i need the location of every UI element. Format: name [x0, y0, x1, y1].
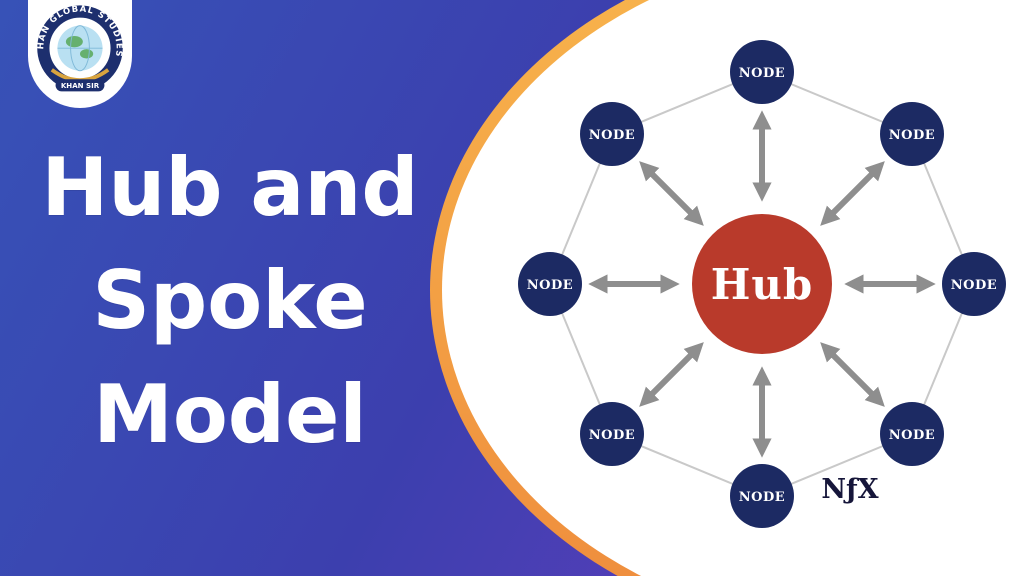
spoke-arrows	[588, 110, 936, 458]
node: NODE	[580, 402, 644, 466]
node-circle	[580, 402, 644, 466]
node: NODE	[730, 40, 794, 104]
node-circle	[880, 402, 944, 466]
hub: Hub	[692, 214, 832, 354]
node-circle	[518, 252, 582, 316]
logo-banner	[55, 79, 105, 92]
node-label: NODE	[739, 490, 785, 505]
globe-continent	[80, 49, 94, 59]
node: NODE	[880, 402, 944, 466]
page-title: Hub and Spoke Model	[0, 0, 460, 576]
node-label: NODE	[889, 128, 935, 143]
node-circle	[880, 102, 944, 166]
node-circle	[942, 252, 1006, 316]
node-circle	[730, 464, 794, 528]
node-circle	[730, 40, 794, 104]
node-label: NODE	[739, 66, 785, 81]
brand-badge: KHAN GLOBAL STUDIES KHAN SIR	[28, 0, 132, 108]
hub-circle	[692, 214, 832, 354]
node: NODE	[518, 252, 582, 316]
hub-label: Hub	[711, 260, 814, 309]
node-label: NODE	[527, 278, 573, 293]
node: NODE	[880, 102, 944, 166]
nfx-watermark: NƒX	[821, 474, 878, 505]
logo-banner-text: KHAN SIR	[61, 81, 100, 90]
node-label: NODE	[589, 128, 635, 143]
title-line-2: Spoke	[92, 254, 368, 348]
hub-spoke-diagram: Hub NODE NODE NODE NODE NODE NODE	[518, 40, 1006, 528]
node-label: NODE	[589, 428, 635, 443]
node: NODE	[730, 464, 794, 528]
spoke-arrow	[639, 342, 704, 407]
node: NODE	[580, 102, 644, 166]
brand-logo: KHAN GLOBAL STUDIES KHAN SIR	[33, 4, 124, 92]
spoke-arrow	[820, 342, 885, 407]
spoke-arrow	[820, 161, 885, 226]
title-line-3: Model	[93, 367, 367, 461]
title-line-1: Hub and	[41, 140, 419, 234]
node-label: NODE	[951, 278, 997, 293]
node: NODE	[942, 252, 1006, 316]
spoke-arrow	[639, 161, 704, 226]
node-label: NODE	[889, 428, 935, 443]
globe-continent	[65, 35, 83, 48]
node-circle	[580, 102, 644, 166]
